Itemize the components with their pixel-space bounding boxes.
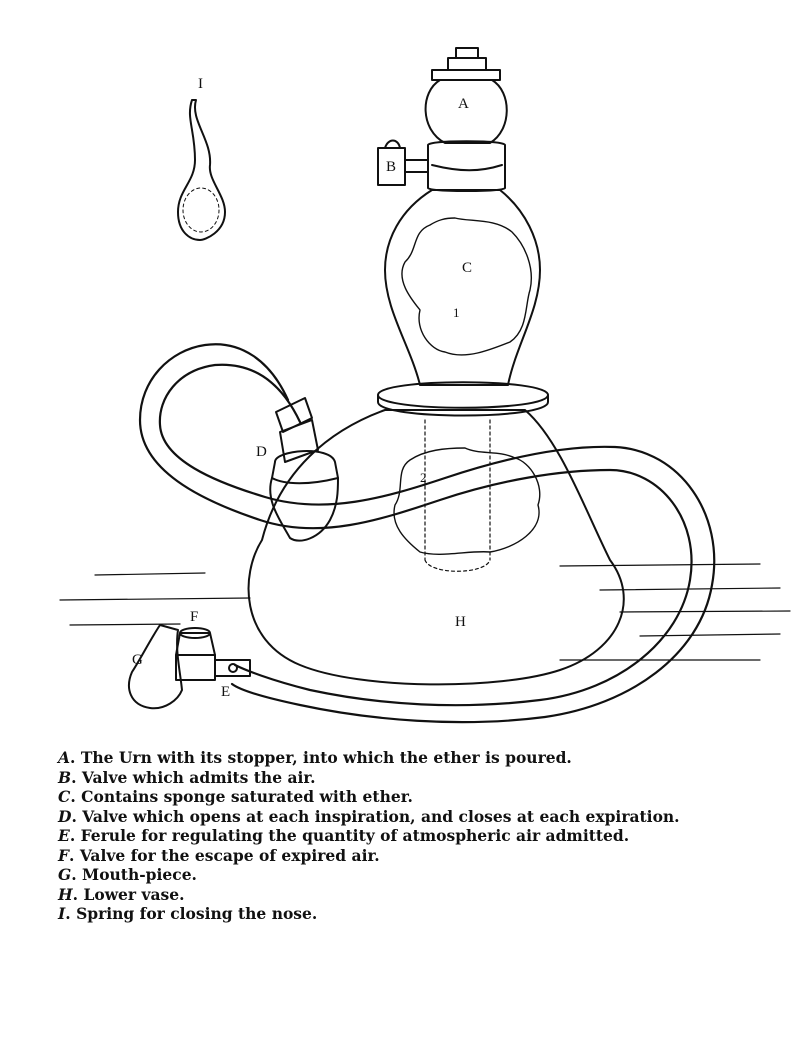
label-e: E bbox=[221, 684, 230, 700]
nose-spring bbox=[177, 99, 226, 241]
legend-item-c: C. Contains sponge saturated with ether. bbox=[58, 787, 413, 806]
label-1: 1 bbox=[453, 305, 460, 320]
label-b: B bbox=[386, 159, 396, 175]
label-c: C bbox=[462, 260, 472, 276]
inspiration-valve bbox=[269, 397, 339, 542]
label-i: I bbox=[198, 76, 203, 92]
label-g: G bbox=[132, 652, 143, 668]
mouthpiece-assembly bbox=[128, 624, 251, 710]
legend-item-g: G. Mouth-piece. bbox=[58, 865, 197, 884]
mouthpiece-g bbox=[128, 624, 183, 710]
legend-item-i: I. Spring for closing the nose. bbox=[58, 904, 318, 923]
label-d: D bbox=[256, 444, 267, 460]
legend-item-d: D. Valve which opens at each inspiration… bbox=[58, 806, 680, 826]
urn-neck bbox=[427, 140, 506, 192]
legend-item-h: H. Lower vase. bbox=[58, 884, 185, 904]
urn-body bbox=[384, 189, 541, 386]
urn-stopper bbox=[424, 47, 508, 144]
air-valve bbox=[377, 139, 429, 186]
inner-tube bbox=[424, 419, 491, 572]
breathing-tube bbox=[138, 343, 693, 707]
legend: A. The Urn with its stopper, into which … bbox=[58, 748, 778, 924]
lower-sponge bbox=[393, 447, 541, 555]
ether-inhaler-illustration: I A B C 1 2 D H F G E bbox=[59, 47, 791, 724]
legend-item-e: E. Ferule for regulating the quantity of… bbox=[58, 826, 630, 845]
collar-ring bbox=[377, 381, 549, 409]
label-2: 2 bbox=[420, 470, 427, 485]
legend-item-f: F. Valve for the escape of expired air. bbox=[58, 845, 380, 865]
legend-item-b: B. Valve which admits the air. bbox=[58, 767, 316, 787]
upper-sponge bbox=[401, 217, 532, 356]
legend-item-a: A. The Urn with its stopper, into which … bbox=[58, 748, 572, 767]
label-a: A bbox=[458, 96, 469, 112]
label-f: F bbox=[190, 609, 198, 625]
label-h: H bbox=[455, 614, 466, 630]
